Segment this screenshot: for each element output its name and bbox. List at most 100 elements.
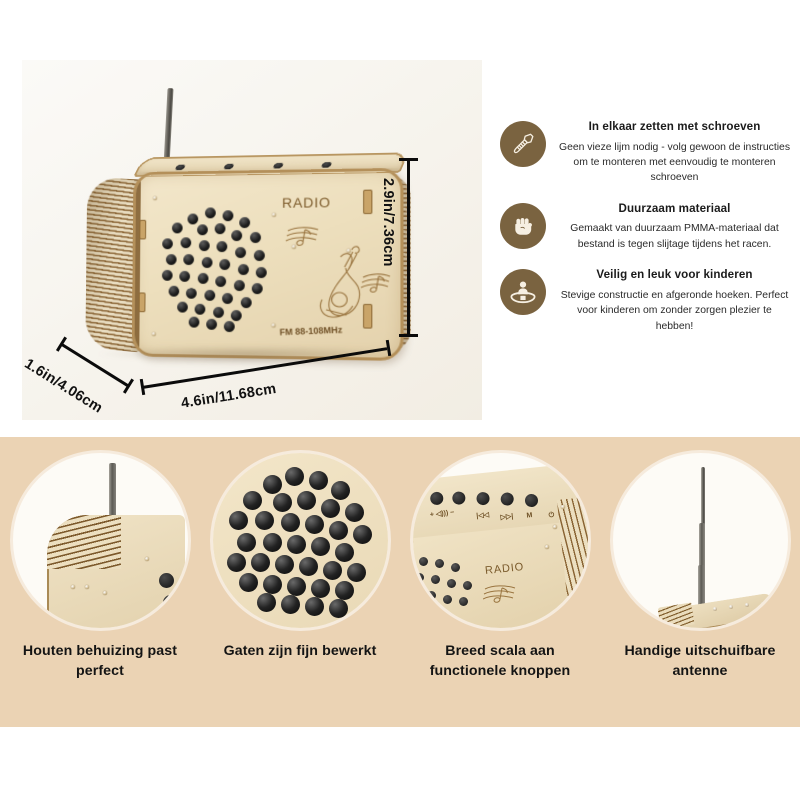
feature-title: Veilig en leuk voor kinderen bbox=[596, 268, 753, 282]
speaker-holes-photo bbox=[212, 453, 388, 628]
speaker-hole bbox=[223, 320, 235, 333]
speaker-hole bbox=[231, 230, 243, 242]
screw-hole bbox=[271, 212, 276, 217]
speaker-hole bbox=[255, 267, 267, 279]
speaker-hole bbox=[304, 515, 324, 534]
screw-hole bbox=[544, 545, 549, 549]
speaker-grille bbox=[160, 207, 268, 333]
feature-item-screws: In elkaar zetten met schroeven Geen viez… bbox=[500, 118, 792, 186]
screw-hole bbox=[84, 585, 89, 589]
fist-icon bbox=[515, 217, 532, 235]
top-button bbox=[174, 164, 186, 171]
power-symbol: ⏻ bbox=[547, 511, 555, 520]
screw-icon bbox=[513, 133, 534, 154]
speaker-hole bbox=[346, 563, 366, 582]
speaker-hole bbox=[334, 581, 354, 600]
depth-dimension-cap bbox=[122, 378, 134, 394]
thumbnail-caption: Houten behuizing past perfect bbox=[22, 643, 178, 679]
screw-hole bbox=[151, 332, 156, 337]
speaker-hole bbox=[197, 224, 208, 236]
speaker-hole bbox=[213, 306, 224, 318]
height-dimension-label: 2.9in/7.36cm bbox=[380, 178, 396, 267]
frequency-band-label: FM 88-108MHz bbox=[279, 324, 343, 338]
speaker-hole bbox=[219, 259, 231, 270]
speaker-hole bbox=[188, 316, 200, 328]
speaker-hole bbox=[187, 213, 199, 225]
burn-edge bbox=[134, 174, 141, 360]
speaker-hole bbox=[198, 240, 210, 252]
telescopic-antenna-photo bbox=[612, 453, 788, 628]
wooden-casing-photo bbox=[12, 453, 188, 628]
radio-device: RADIO bbox=[85, 152, 411, 362]
speaker-hole bbox=[236, 533, 256, 552]
feature-list: In elkaar zetten met schroeven Geen viez… bbox=[500, 118, 792, 348]
speaker-hole bbox=[280, 513, 300, 532]
height-dimension-cap bbox=[399, 158, 418, 161]
screw-hole bbox=[102, 591, 107, 595]
speaker-hole bbox=[228, 511, 248, 530]
prev-track-button bbox=[475, 491, 490, 506]
speaker-hole bbox=[204, 289, 216, 301]
joint-tab bbox=[138, 292, 146, 313]
width-dimension-label: 4.6in/11.68cm bbox=[180, 380, 278, 412]
product-photo: RADIO bbox=[22, 60, 482, 420]
speaker-hole bbox=[262, 575, 282, 594]
feature-title: Duurzaam materiaal bbox=[618, 201, 731, 215]
speaker-hole bbox=[185, 287, 197, 299]
control-knob bbox=[162, 595, 178, 610]
speaker-hole bbox=[320, 499, 340, 518]
feature-title: In elkaar zetten met schroeven bbox=[588, 120, 761, 133]
speaker-hole bbox=[233, 279, 245, 292]
speaker-hole bbox=[414, 573, 424, 582]
speaker-hole bbox=[446, 579, 456, 588]
control-buttons-photo: + ◁))) − |◁◁ ▷▷| M ⏻ RADIO bbox=[412, 453, 588, 628]
thumbnail-item: Houten behuizing past perfect bbox=[0, 437, 200, 727]
speaker-hole bbox=[310, 537, 330, 556]
feature-text: In elkaar zetten met schroeven Geen viez… bbox=[557, 118, 792, 186]
screw-hole bbox=[744, 603, 749, 607]
speaker-hole bbox=[222, 292, 233, 304]
feature-item-material: Duurzaam materiaal Gemaakt van duurzaam … bbox=[500, 200, 792, 252]
speaker-hole bbox=[240, 297, 252, 309]
height-dimension-line bbox=[407, 158, 410, 336]
speaker-hole bbox=[216, 241, 228, 253]
thumbnail-item: + ◁))) − |◁◁ ▷▷| M ⏻ RADIO bbox=[400, 437, 600, 727]
joint-tab bbox=[139, 219, 147, 240]
feature-text: Duurzaam materiaal Gemaakt van duurzaam … bbox=[557, 200, 792, 252]
feature-item-child-safety: Veilig en leuk voor kinderen Stevige con… bbox=[500, 266, 792, 334]
speaker-hole bbox=[256, 593, 276, 612]
antenna bbox=[108, 463, 116, 521]
speaker-hole bbox=[250, 553, 270, 572]
speaker-hole bbox=[201, 257, 213, 268]
screw-hole bbox=[271, 323, 276, 328]
speaker-hole bbox=[194, 303, 206, 315]
speaker-hole bbox=[215, 275, 227, 287]
product-overview-section: RADIO bbox=[0, 0, 800, 437]
speaker-hole bbox=[239, 217, 251, 229]
top-button bbox=[320, 162, 333, 168]
speaker-hole bbox=[462, 581, 472, 590]
thumbnail-grid: Houten behuizing past perfect bbox=[0, 437, 800, 727]
guitar-engraving-icon bbox=[282, 220, 395, 323]
screw-hole bbox=[346, 248, 351, 253]
volume-symbol: + ◁))) − bbox=[429, 509, 455, 519]
speaker-hole bbox=[284, 467, 304, 486]
speaker-hole bbox=[274, 555, 294, 574]
screw-hole bbox=[552, 525, 557, 529]
child-safety-icon bbox=[510, 281, 536, 304]
screw-hole bbox=[144, 557, 149, 561]
screw-hole bbox=[291, 244, 296, 249]
feature-badge bbox=[500, 202, 546, 249]
detail-highlights-section: Houten behuizing past perfect bbox=[0, 437, 800, 727]
prev-symbol: |◁◁ bbox=[475, 511, 489, 520]
speaker-hole bbox=[434, 559, 444, 568]
speaker-hole bbox=[222, 210, 234, 222]
speaker-hole bbox=[206, 318, 218, 330]
speaker-hole bbox=[183, 254, 195, 265]
control-knob bbox=[158, 573, 174, 588]
feature-text: Veilig en leuk voor kinderen Stevige con… bbox=[557, 266, 792, 334]
radio-face-label: RADIO bbox=[281, 194, 331, 211]
music-note-engraving-icon bbox=[482, 585, 515, 603]
flexible-slat-bend bbox=[46, 515, 121, 569]
speaker-hole bbox=[171, 222, 183, 234]
